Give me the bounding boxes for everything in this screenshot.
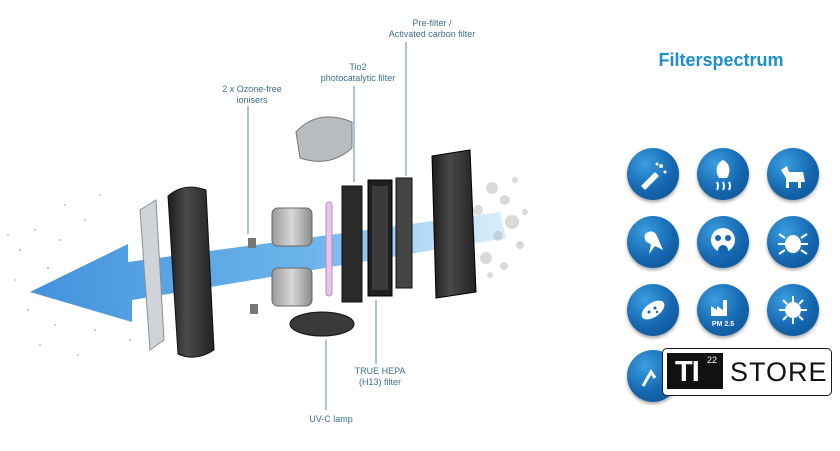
ioniser-modules bbox=[248, 207, 313, 314]
prefilter bbox=[395, 177, 413, 289]
dust-brush-icon bbox=[627, 148, 679, 200]
pm-label: PM 2.5 bbox=[712, 321, 734, 328]
logo-store: STORE bbox=[730, 357, 828, 387]
dog-icon bbox=[767, 148, 819, 200]
smell-icon bbox=[697, 148, 749, 200]
bacteria-icon bbox=[627, 284, 679, 336]
logo-ti: TI bbox=[675, 356, 700, 388]
bird-icon bbox=[627, 216, 679, 268]
callout-prefilter: Pre-filter / Activated carbon filter bbox=[388, 18, 476, 39]
front-grille bbox=[139, 199, 165, 351]
logo-mark: TI 22 bbox=[667, 353, 723, 389]
gas-mask-icon bbox=[697, 216, 749, 268]
uvc-tube bbox=[325, 201, 333, 297]
leader-lines bbox=[247, 42, 407, 410]
uvc-lamp-base bbox=[289, 311, 355, 337]
ti22-store-logo: TI 22 STORE bbox=[662, 348, 832, 396]
callout-hepa: TRUE HEPA (H13) filter bbox=[354, 366, 406, 387]
tio2-filter-cap bbox=[295, 116, 353, 162]
virus-icon bbox=[767, 284, 819, 336]
mite-icon bbox=[767, 216, 819, 268]
tio2-panel bbox=[341, 185, 363, 303]
logo-sup: 22 bbox=[707, 355, 718, 365]
purifier-body bbox=[167, 186, 215, 358]
callout-ionisers: 2 x Ozone-free ionisers bbox=[222, 84, 282, 105]
factory-pm25-icon: PM 2.5 bbox=[697, 284, 749, 336]
filterspectrum-title: Filterspectrum bbox=[658, 50, 784, 70]
callout-uvc: UV-C lamp bbox=[309, 414, 353, 424]
callout-tio2: Tio2 photocatalytic filter bbox=[320, 62, 396, 83]
back-panel bbox=[431, 149, 477, 299]
